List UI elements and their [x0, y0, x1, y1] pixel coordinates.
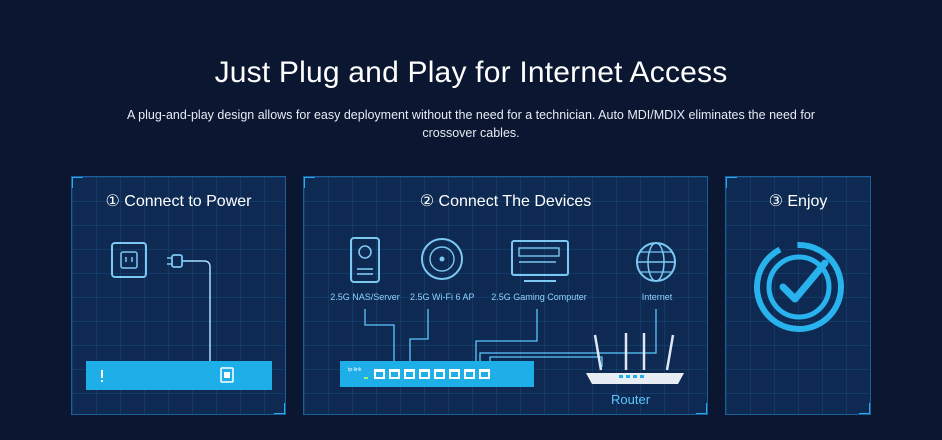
nas-server-icon	[350, 237, 380, 283]
power-illustration	[86, 242, 272, 390]
step-1-title: ① Connect to Power	[105, 193, 252, 210]
step-connect-devices-panel: ② Connect The Devices	[303, 176, 708, 415]
access-point-icon	[421, 238, 463, 280]
connection-cables	[364, 309, 657, 367]
page-title: Just Plug and Play for Internet Access	[214, 56, 728, 89]
device-label-ap: 2.5G Wi-Fi 6 AP	[410, 292, 475, 302]
router-icon	[586, 333, 684, 384]
step-3-title: ③ Enjoy	[768, 193, 828, 210]
step-enjoy-panel: ③ Enjoy	[725, 176, 871, 415]
step-2-title: ② Connect The Devices	[419, 193, 592, 210]
device-label-nas: 2.5G NAS/Server	[330, 292, 400, 302]
power-plug-icon	[167, 254, 188, 268]
device-label-internet: Internet	[641, 292, 673, 302]
router-label: Router	[611, 392, 651, 407]
globe-icon	[636, 242, 676, 282]
switch-brand-label: tp-link	[348, 367, 362, 373]
page-subtitle: A plug-and-play design allows for easy d…	[127, 108, 815, 140]
device-label-computer: 2.5G Gaming Computer	[491, 292, 587, 302]
wall-outlet-icon	[111, 242, 147, 278]
power-cable	[188, 260, 211, 367]
check-circle-icon	[754, 242, 844, 332]
network-switch: tp-link	[340, 361, 534, 387]
monitor-icon	[511, 240, 569, 282]
devices-illustration: tp-link	[340, 237, 684, 387]
switch-rear-panel	[86, 361, 272, 390]
step-connect-power-panel: ① Connect to Power	[71, 176, 286, 415]
